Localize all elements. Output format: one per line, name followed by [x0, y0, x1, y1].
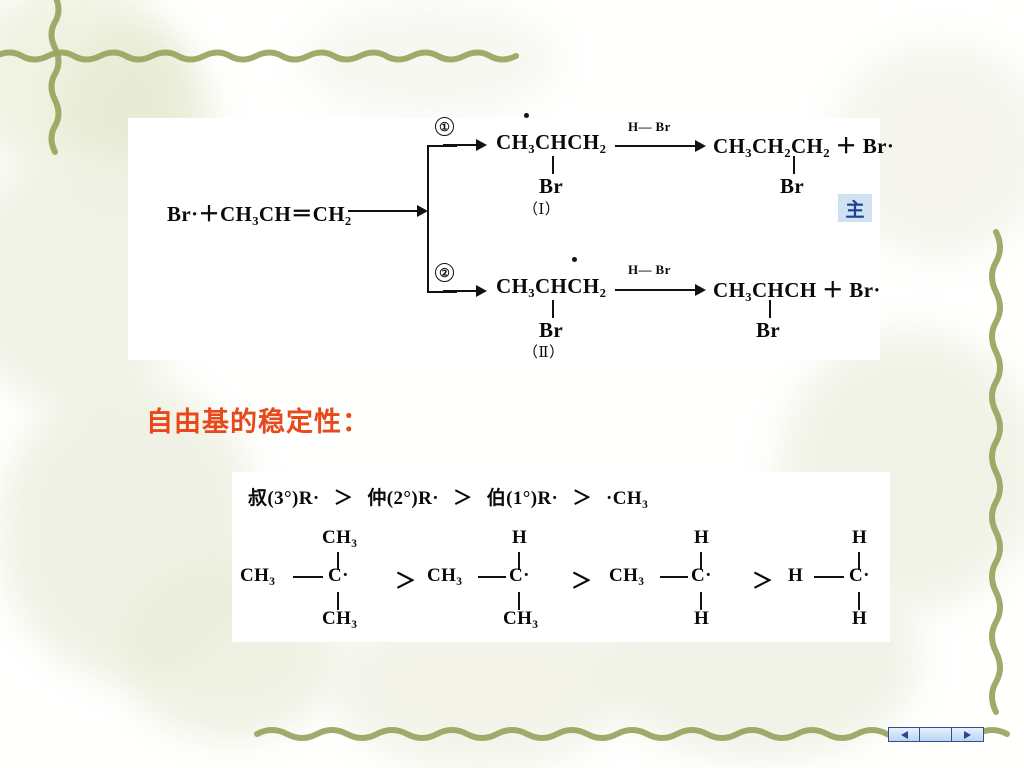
structure-1-center: C·	[328, 565, 349, 586]
floral-wash	[300, 0, 560, 120]
structure-2-bottom-bond	[518, 592, 520, 610]
gt-sign: ＞	[453, 488, 473, 509]
stability-series: 叔(3°)R· ＞ 仲(2°)R· ＞ 伯(1°)R· ＞ ·CH₃	[248, 483, 648, 510]
structure-1-bottom-bond	[337, 592, 339, 610]
path2-product: CH₃CHCH ＋ Br·	[713, 278, 881, 302]
left-arrow-icon	[900, 730, 908, 739]
structure-2-top-bond	[518, 552, 520, 570]
gt-sign-2: ＞	[571, 569, 593, 593]
path2-arrow	[615, 284, 707, 296]
structure-1-top: CH₃	[322, 527, 358, 548]
structure-4-bottom-bond	[858, 592, 860, 610]
structure-1-top-bond	[337, 552, 339, 570]
structure-3-left: CH₃	[609, 565, 645, 586]
propene-text: CH₃CH＝CH₂	[219, 202, 352, 226]
branch-bottom-line	[427, 291, 457, 293]
branch-top-line	[427, 145, 457, 147]
stability-term-primary: 伯(1°)R·	[486, 488, 559, 509]
path2-product-substituent: Br	[756, 318, 781, 342]
structure-4-bottom: H	[852, 608, 868, 629]
path2-intermediate: CH₃CHCH₂	[496, 274, 607, 298]
path1-intermediate-bond	[552, 156, 554, 174]
slide-navigation[interactable]	[888, 727, 984, 742]
structure-2-center: C·	[509, 565, 530, 586]
stability-term-methyl: ·CH₃	[606, 488, 649, 509]
plus-sign: ＋	[198, 202, 220, 226]
stability-panel	[232, 472, 890, 642]
gt-sign: ＞	[572, 488, 592, 509]
path1-intermediate: CH₃CHCH₂	[496, 130, 607, 154]
structure-2-left: CH₃	[427, 565, 463, 586]
radical-dot-path2	[572, 257, 577, 262]
path1-arrow	[615, 140, 707, 152]
path1-product-substituent: Br	[780, 174, 805, 198]
nav-spacer-button[interactable]	[920, 727, 952, 742]
main-reaction-arrow	[348, 205, 428, 217]
path2-reagent: H— Br	[628, 262, 671, 277]
path1-intermediate-label: （Ⅰ）	[523, 202, 561, 218]
branch-two-arrow	[443, 285, 488, 297]
gt-sign-3: ＞	[752, 569, 774, 593]
reaction-scheme-panel	[128, 118, 880, 360]
vine-top-left-vertical	[44, 0, 66, 155]
structure-2-top: H	[512, 527, 528, 548]
vine-top-horizontal	[0, 44, 534, 66]
stability-term-tertiary: 叔(3°)R·	[248, 488, 320, 509]
path2-intermediate-substituent: Br	[539, 318, 564, 342]
structure-2-left-bond	[478, 576, 506, 578]
structure-4-left: H	[788, 565, 804, 586]
bromine-radical-text: Br·	[167, 202, 199, 226]
structure-3-bottom-bond	[700, 592, 702, 610]
structure-3-top: H	[694, 527, 710, 548]
gt-sign: ＞	[333, 488, 354, 509]
stability-term-secondary: 仲(2°)R·	[367, 488, 439, 509]
path1-reagent: H— Br	[628, 119, 671, 134]
path1-product: CH₃CH₂CH₂ ＋ Br·	[713, 134, 895, 158]
major-product-badge: 主	[838, 194, 872, 222]
branch-vertical-line	[427, 145, 429, 293]
prev-slide-button[interactable]	[888, 727, 920, 742]
structure-3-bottom: H	[694, 608, 710, 629]
reactant-formula: Br·＋CH₃CH＝CH₂	[167, 198, 352, 228]
structure-2-bottom: CH₃	[503, 608, 539, 629]
structure-4-top-bond	[858, 552, 860, 570]
right-arrow-icon	[964, 730, 971, 739]
structure-3-top-bond	[700, 552, 702, 570]
path1-intermediate-substituent: Br	[539, 174, 564, 198]
gt-sign-1: ＞	[395, 569, 417, 593]
structure-3-left-bond	[660, 576, 688, 578]
structure-4-left-bond	[814, 576, 844, 578]
radical-dot-path1	[524, 113, 529, 118]
branch-two-number: ②	[435, 263, 454, 282]
path2-intermediate-bond	[552, 300, 554, 318]
structure-4-top: H	[852, 527, 868, 548]
structure-4-center: C·	[849, 565, 870, 586]
path2-intermediate-label: （Ⅱ）	[523, 345, 565, 361]
structure-3-center: C·	[691, 565, 712, 586]
structure-1-left-bond	[293, 576, 323, 578]
next-slide-button[interactable]	[952, 727, 984, 742]
page-title: 自由基的稳定性：	[146, 407, 370, 438]
vine-right-vertical	[985, 229, 1007, 740]
path1-product-bond	[793, 156, 795, 174]
structure-1-bottom: CH₃	[322, 608, 358, 629]
branch-one-number: ①	[435, 117, 454, 136]
branch-one-arrow	[443, 139, 488, 151]
path2-product-bond	[769, 300, 771, 318]
structure-1-left: CH₃	[240, 565, 276, 586]
